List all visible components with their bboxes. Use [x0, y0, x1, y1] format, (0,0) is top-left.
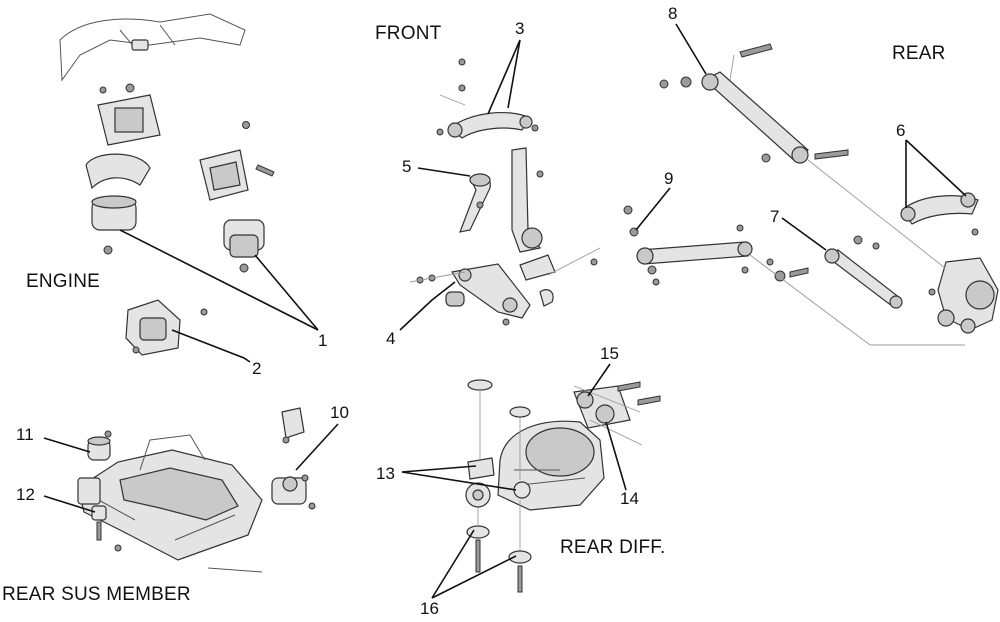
leader-11: [43, 437, 91, 453]
leader-12: [43, 495, 96, 513]
rear-toe-link-7: [766, 235, 903, 309]
callout-13: 13: [376, 464, 395, 483]
leader-1b: [254, 254, 319, 331]
front-steering-knuckle: [511, 147, 556, 281]
rear-carrier-knuckle: [928, 257, 999, 334]
rear-upper-arm-6: [900, 192, 979, 236]
leader-5: [417, 167, 471, 177]
engine-section-label: ENGINE: [26, 271, 101, 292]
rear-diff-section-label: REAR DIFF.: [560, 537, 666, 558]
callout-10: 10: [330, 403, 349, 422]
callout-16: 16: [420, 599, 439, 618]
leader-15: [587, 363, 611, 397]
differential-carrier: [465, 420, 605, 511]
front-section-label: FRONT: [375, 23, 442, 44]
diff-mount-cushions: [466, 379, 532, 593]
callout-6: 6: [896, 121, 906, 140]
leader-13b: [401, 471, 517, 491]
leader-16a: [431, 529, 475, 599]
leader-14: [605, 421, 627, 491]
leader-3a: [487, 39, 521, 115]
callout-14: 14: [620, 489, 639, 508]
front-upper-arm: [436, 58, 539, 139]
callout-12: 12: [16, 485, 35, 504]
rear-section-label: REAR: [892, 43, 946, 64]
callout-15: 15: [600, 344, 619, 363]
leader-13a: [401, 465, 477, 473]
engine-mount-insulator-left: [91, 195, 137, 255]
leader-16b: [431, 555, 517, 599]
rear-suspension-member: [77, 434, 263, 573]
callout-9: 9: [664, 169, 674, 188]
sus-member-bushing-10: [271, 407, 316, 510]
diff-mount-bracket-14-15: [573, 381, 661, 446]
sus-member-bushing-11: [87, 430, 112, 461]
transmission-mount: [125, 299, 208, 356]
rear-lower-arm-9: [623, 205, 753, 286]
callout-4: 4: [386, 329, 396, 348]
leader-2: [171, 329, 251, 363]
rear-guide-lines: [749, 159, 965, 346]
engine-block-outline: [59, 13, 246, 82]
callout-7: 7: [770, 207, 780, 226]
engine-mount-insulator-right: [223, 219, 265, 273]
leader-4: [399, 281, 456, 331]
leader-3b: [507, 39, 521, 109]
callout-5: 5: [402, 157, 412, 176]
leader-9: [635, 187, 671, 231]
callout-8: 8: [668, 4, 678, 23]
leader-8: [675, 23, 707, 75]
rear-sus-member-section-label: REAR SUS MEMBER: [2, 584, 191, 605]
callout-2: 2: [252, 359, 262, 378]
engine-mount-bracket-left: [97, 83, 161, 146]
callout-11: 11: [16, 425, 34, 444]
callout-1: 1: [318, 331, 328, 350]
front-stabilizer-link: [459, 173, 491, 233]
leader-7: [781, 217, 827, 251]
engine-mount-bracket-right: [199, 121, 275, 201]
leader-6b: [905, 139, 967, 197]
engine-mount-heatshield-left: [85, 153, 151, 190]
callout-3: 3: [515, 19, 525, 38]
front-lower-arm: [409, 247, 601, 326]
leader-1a: [119, 229, 319, 331]
sus-member-bushing-12: [91, 505, 107, 541]
rear-upper-control-arm-8: [659, 43, 849, 164]
leader-10: [295, 423, 339, 471]
